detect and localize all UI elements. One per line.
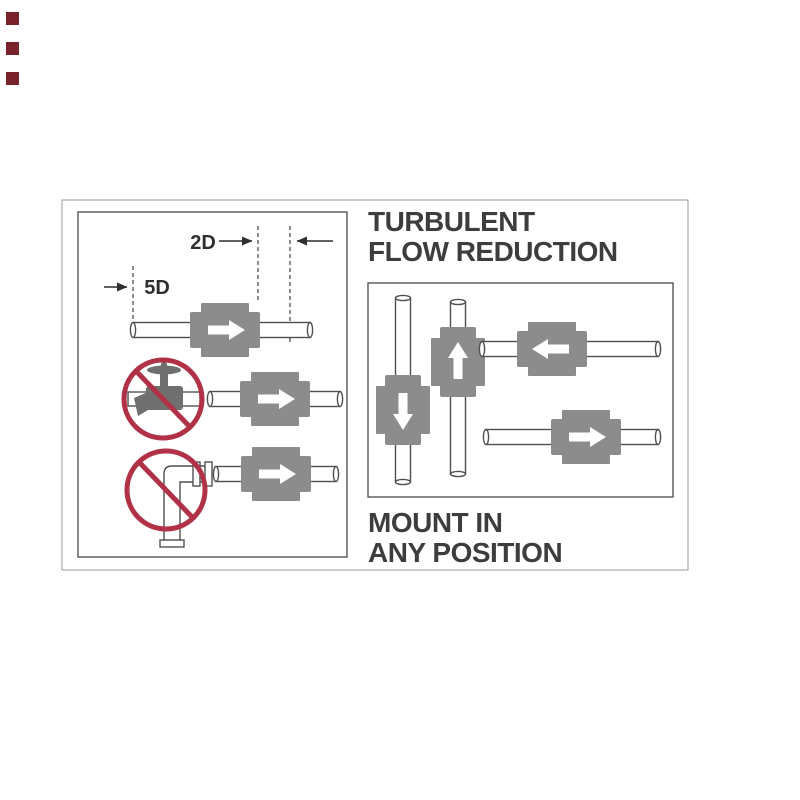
flow-sensor-icon	[241, 447, 311, 501]
outer-frame	[61, 199, 689, 571]
flow-sensor-icon	[431, 327, 485, 397]
pipe-end-cap	[306, 321, 314, 339]
pipe-end-cap	[332, 465, 340, 483]
list-bullet	[6, 72, 19, 85]
pipe-end-cap	[654, 340, 662, 358]
list-bullet	[6, 12, 19, 25]
valve-handle-knob	[160, 361, 168, 369]
dimension-5d: 5D	[104, 277, 170, 299]
pipe-end-cap	[206, 390, 214, 408]
no-symbol-slash	[133, 368, 193, 430]
straight-run-requirements-panel: 2D 5D	[77, 211, 348, 558]
flow-sensor-icon	[376, 375, 430, 445]
turbulent-heading-line2: FLOW REDUCTION	[368, 236, 618, 267]
elbow-flange	[159, 539, 185, 548]
pipe-end-cap	[449, 470, 467, 478]
pipe-end-cap	[449, 298, 467, 306]
mounting-positions-panel	[367, 282, 674, 498]
flow-sensor-icon	[240, 372, 310, 426]
pipe-end-cap	[212, 465, 220, 483]
horizontal-pipe-flow-right	[482, 410, 662, 464]
flow-sensor-icon	[551, 410, 621, 464]
no-symbol-circle	[124, 448, 208, 532]
no-elbow-upstream	[124, 447, 340, 548]
no-symbol-slash	[136, 459, 196, 521]
pipe-end-cap	[654, 428, 662, 446]
vertical-pipe-flow-down	[376, 294, 430, 486]
elbow-pipe	[163, 465, 209, 543]
pipe-end-cap	[482, 428, 490, 446]
no-valve-upstream	[121, 357, 344, 441]
right-panel-border	[367, 282, 674, 498]
faucet-valve-icon	[134, 361, 183, 416]
valve-spout	[134, 392, 148, 416]
pipe-end-cap	[394, 294, 412, 302]
sensor-straight-pipe	[129, 303, 314, 357]
pipe-end-cap	[336, 390, 344, 408]
list-bullet	[6, 42, 19, 55]
mount-heading-line1: MOUNT IN	[368, 507, 502, 538]
elbow-flange	[204, 461, 213, 487]
turbulent-heading-line1: TURBULENT	[368, 206, 535, 237]
valve-handle	[147, 365, 181, 375]
dimension-5d-label: 5D	[144, 277, 170, 299]
flow-sensor-icon	[190, 303, 260, 357]
valve-stem	[160, 372, 168, 388]
pipe-end-cap	[478, 340, 486, 358]
no-symbol-circle	[121, 357, 205, 441]
vertical-pipe-flow-up	[431, 298, 485, 478]
left-panel-border	[77, 211, 348, 558]
no-symbol-icon	[124, 448, 208, 532]
mount-heading-line2: ANY POSITION	[368, 537, 562, 568]
no-symbol-icon	[121, 357, 205, 441]
pipe-end-cap	[394, 478, 412, 486]
dimension-2d: 2D	[190, 232, 333, 254]
pipe-end-cap	[129, 321, 137, 339]
flow-sensor-icon	[517, 322, 587, 376]
horizontal-pipe-flow-left	[478, 322, 662, 376]
dimension-2d-label: 2D	[190, 232, 216, 254]
